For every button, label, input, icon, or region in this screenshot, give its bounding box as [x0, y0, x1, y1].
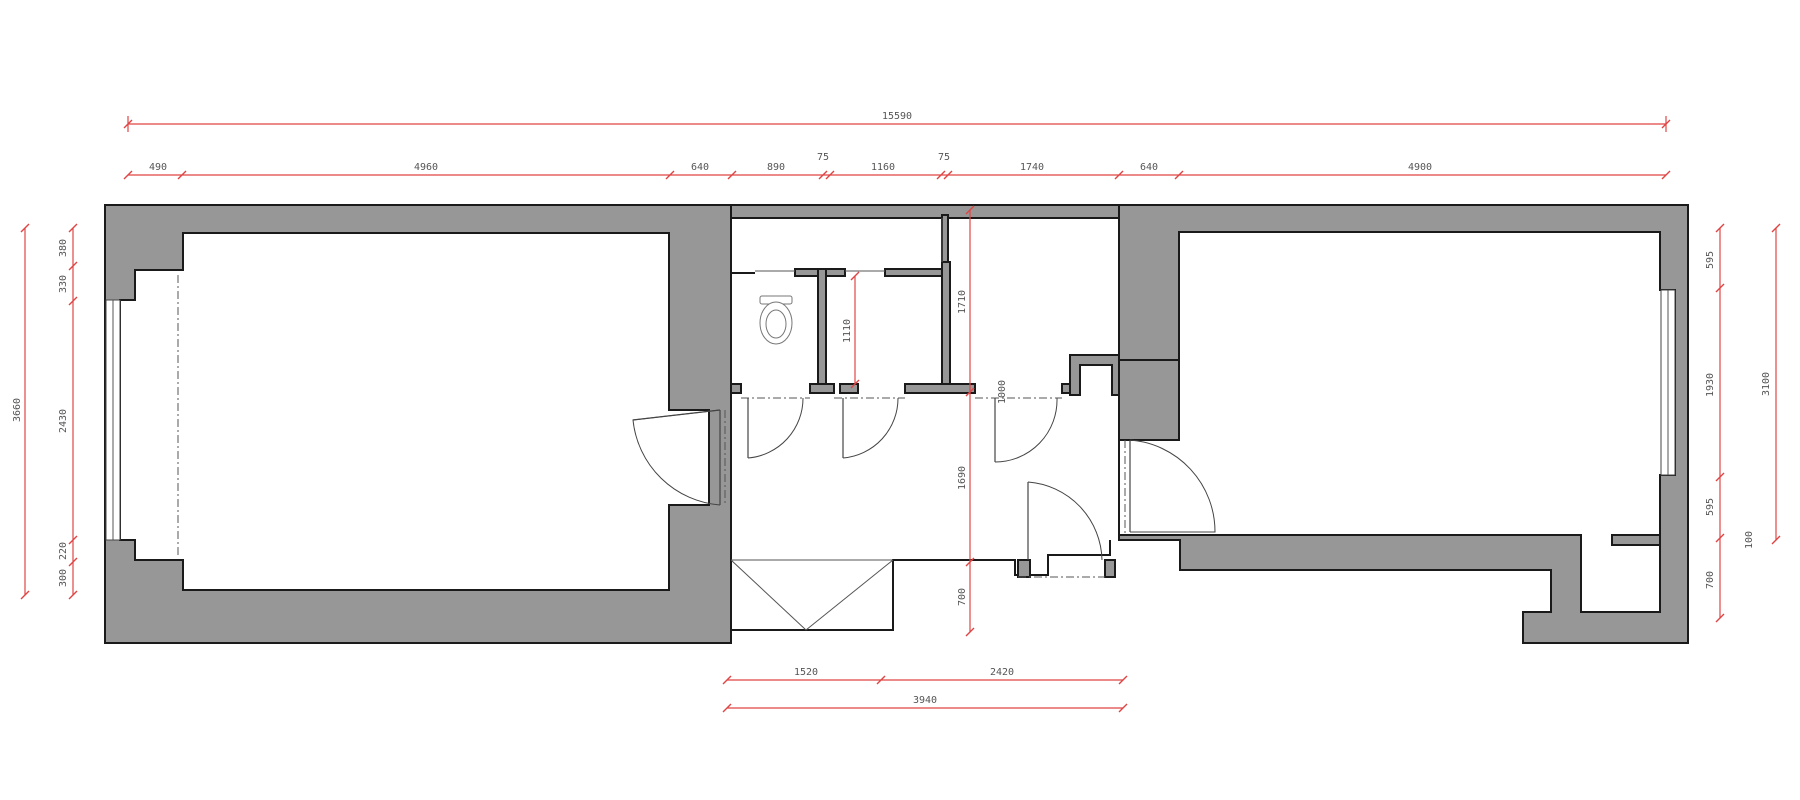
- door-room3: [994, 397, 1058, 463]
- dim-inner-1110: 1110: [842, 319, 853, 343]
- dim-inner-1710: 1710: [957, 290, 968, 314]
- dim-left-380: 380: [58, 239, 69, 257]
- door-bath: [842, 397, 899, 459]
- dim-top-4900: 4900: [1408, 162, 1432, 173]
- dim-bottom-3940: 3940: [913, 695, 937, 706]
- top-rooms-outline: [731, 217, 1120, 395]
- dim-right-595b: 595: [1705, 498, 1716, 516]
- dim-right-outer: 3100: [1761, 372, 1772, 396]
- dim-bottom-1520: 1520: [794, 667, 818, 678]
- dim-top-640b: 640: [1140, 162, 1158, 173]
- cabinet-diag-2: [805, 559, 894, 631]
- dim-top-1740: 1740: [1020, 162, 1044, 173]
- room2-wall-post: [941, 261, 951, 387]
- dim-left-2430: 2430: [58, 409, 69, 433]
- dim-top-75b: 75: [938, 152, 950, 163]
- toilet-fixture: [759, 295, 793, 345]
- top-wall-band: [730, 204, 1182, 219]
- dim-left-300: 300: [58, 569, 69, 587]
- dim-left-220: 220: [58, 542, 69, 560]
- windows: [105, 289, 1676, 541]
- inner-wall-right-block: [1118, 359, 1180, 441]
- door-corridor-bottom: [1027, 481, 1103, 561]
- stub-small-2: [1017, 559, 1031, 578]
- room2-wall-stub: [884, 268, 943, 277]
- dim-top-640a: 640: [691, 162, 709, 173]
- room4-step-wall: [1069, 354, 1120, 396]
- dim-right-700: 700: [1705, 571, 1716, 589]
- dim-right-100: 100: [1744, 531, 1755, 549]
- corridor-outline: [730, 218, 1111, 631]
- room3-wall-stub-top: [941, 214, 949, 263]
- wc-bottom-stub: [809, 383, 835, 394]
- door-right-room: [1129, 439, 1216, 533]
- dim-top-75a: 75: [817, 152, 829, 163]
- cabinet-diag-1: [730, 559, 807, 631]
- dim-top-4960: 4960: [414, 162, 438, 173]
- dim-inner-1690: 1690: [957, 466, 968, 490]
- stub-small-3: [1104, 559, 1116, 578]
- stub-small: [730, 383, 742, 394]
- dim-inner-1000: 1000: [997, 380, 1008, 404]
- toilet-seat: [765, 309, 787, 339]
- dimensions: 15590 490 4960 640 890 75 1160 75 1740 6…: [12, 111, 1781, 713]
- dim-inner-700: 700: [957, 588, 968, 606]
- dim-left-330: 330: [58, 275, 69, 293]
- door-wc: [747, 397, 804, 459]
- door-left-room: [632, 409, 721, 506]
- room2-bottom-stub: [839, 383, 859, 394]
- top-chain-ticks: [123, 170, 1671, 180]
- dim-bottom-2420: 2420: [990, 667, 1014, 678]
- dim-top-1160: 1160: [871, 162, 895, 173]
- dim-right-1930: 1930: [1705, 373, 1716, 397]
- wc-wall-post: [817, 268, 827, 387]
- walls: [104, 204, 1689, 644]
- right-wing-walls: [1118, 204, 1689, 644]
- doors: [632, 397, 1216, 561]
- left-wing-walls: [104, 204, 732, 644]
- middle-rooms: [177, 214, 1126, 631]
- dim-overall-top: 15590: [882, 111, 912, 122]
- dim-top-490: 490: [149, 162, 167, 173]
- dim-top-890: 890: [767, 162, 785, 173]
- dim-right-595a: 595: [1705, 251, 1716, 269]
- dim-left-outer: 3660: [12, 398, 23, 422]
- room3-bottom-stub: [904, 383, 976, 394]
